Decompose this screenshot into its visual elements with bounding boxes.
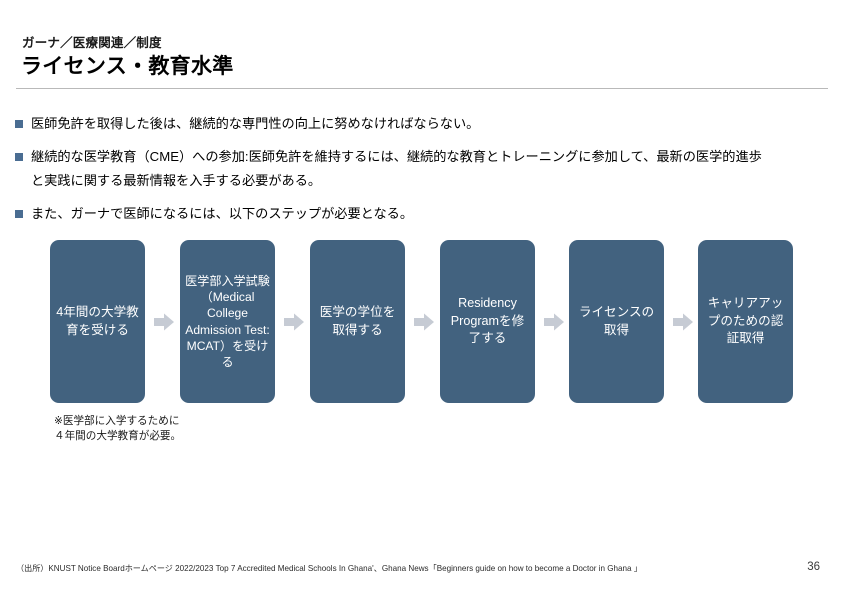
bullet-item: また、ガーナで医師になるには、以下のステップが必要となる。 [0, 202, 842, 226]
header-divider [16, 88, 828, 89]
flow-step-3: 医学の学位を取得する [310, 240, 405, 403]
flow-step-label: ライセンスの取得 [578, 305, 655, 337]
right-arrow-icon [672, 311, 694, 333]
slide-header: ガーナ／医療関連／制度 ライセンス・教育水準 [0, 0, 842, 92]
bullet-item: 医師免許を取得した後は、継続的な専門性の向上に努めなければならない。 [0, 112, 842, 136]
right-arrow-icon [413, 311, 435, 333]
right-arrow-icon [153, 311, 175, 333]
square-bullet-icon [15, 120, 23, 128]
square-bullet-icon [15, 153, 23, 161]
source-note: （出所）KNUST Notice Boardホームページ 2022/2023 T… [16, 564, 642, 573]
bullet-text: また、ガーナで医師になるには、以下のステップが必要となる。 [31, 206, 414, 221]
bullet-text: 医師免許を取得した後は、継続的な専門性の向上に努めなければならない。 [31, 116, 480, 131]
flow-step-1: 4年間の大学教育を受ける [50, 240, 145, 403]
flow-step-4: Residency Programを修了する [440, 240, 535, 403]
flow-step-label: キャリアアップのための認証取得 [707, 296, 784, 346]
breadcrumb: ガーナ／医療関連／制度 [22, 36, 162, 50]
flow-step-5: ライセンスの取得 [569, 240, 664, 403]
right-arrow-icon [283, 311, 305, 333]
flow-note: ※医学部に入学するために４年間の大学教育が必要。 [54, 415, 182, 442]
flow-step-label: 医学部入学試験（Medical College Admission Test: … [185, 273, 270, 370]
flow-step-label: Residency Programを修了する [450, 296, 525, 346]
page-title: ライセンス・教育水準 [21, 55, 234, 78]
slide-footer: （出所）KNUST Notice Boardホームページ 2022/2023 T… [0, 555, 842, 595]
flow-step-label: 医学の学位を取得する [319, 305, 396, 337]
flow-step-2: 医学部入学試験（Medical College Admission Test: … [180, 240, 275, 403]
bullet-item: 継続的な医学教育（CME）への参加:医師免許を維持するには、継続的な教育とトレー… [0, 145, 842, 193]
flow-step-label: 4年間の大学教育を受ける [56, 305, 139, 337]
right-arrow-icon [543, 311, 565, 333]
bullet-text-continuation: と実践に関する最新情報を入手する必要がある。 [31, 173, 322, 188]
page-number: 36 [807, 561, 820, 573]
bullet-text: 継続的な医学教育（CME）への参加:医師免許を維持するには、継続的な教育とトレー… [31, 149, 762, 164]
square-bullet-icon [15, 210, 23, 218]
flow-step-6: キャリアアップのための認証取得 [698, 240, 793, 403]
process-flow-diagram: 4年間の大学教育を受ける 医学部入学試験（Medical College Adm… [50, 240, 794, 405]
bullet-list: 医師免許を取得した後は、継続的な専門性の向上に努めなければならない。 継続的な医… [0, 112, 842, 235]
